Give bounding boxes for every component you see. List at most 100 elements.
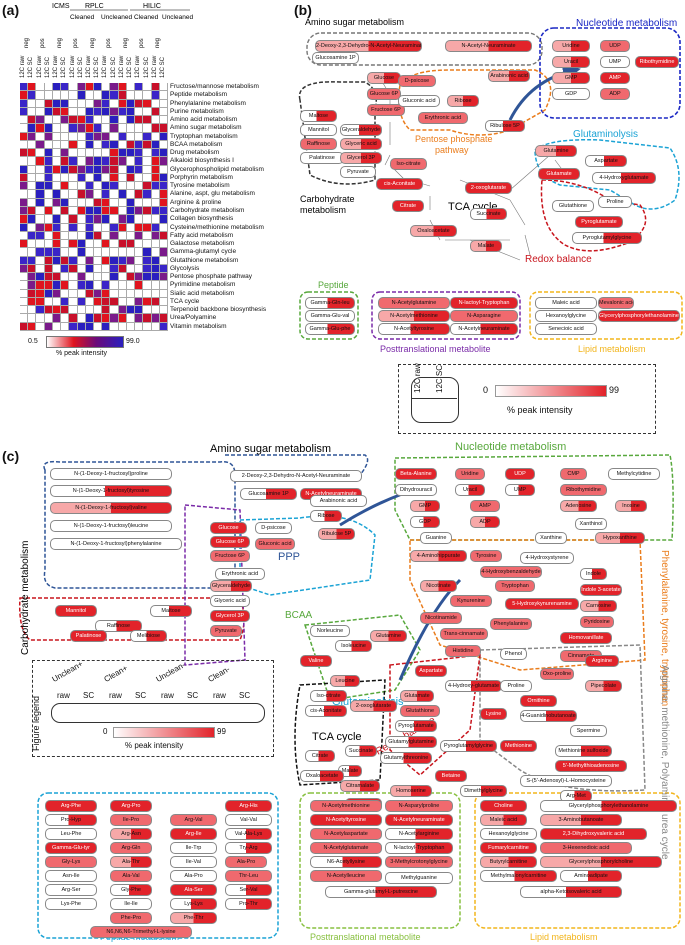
heatmap-cell [118, 207, 127, 216]
heatmap-cell [69, 198, 78, 207]
metabolite-node: Pyroglutamylglycine [572, 232, 642, 244]
heatmap-cell [102, 289, 111, 298]
heatmap-cell [77, 248, 86, 257]
metabolite-node: N-lactoyl-Tryptophan [385, 842, 453, 854]
heatmap-cell [85, 281, 94, 290]
heatmap-cell [44, 116, 53, 125]
metabolite-node: Ribulose 5P [485, 120, 525, 132]
metabolite-node: Asn-Ile [45, 870, 97, 882]
metabolite-node: N-Acetylneuraminate [450, 323, 518, 335]
heatmap-cell [20, 248, 29, 257]
metabolite-node: Gamma-Glu-phe [305, 323, 355, 335]
heatmap-cell [69, 124, 78, 133]
heatmap-cell [118, 264, 127, 274]
heatmap-row-label: Alanine, aspt, glu metabolism [170, 190, 255, 198]
heatmap-cell [52, 322, 62, 331]
heatmap-cell [159, 289, 168, 298]
heatmap-cell [77, 190, 86, 199]
heatmap-cell [94, 297, 103, 307]
heatmap-cell [143, 207, 152, 216]
heatmap-cell [110, 198, 119, 207]
heatmap-cell [61, 289, 70, 298]
metabolite-node: Aspartate [585, 155, 627, 167]
heatmap-cell [85, 157, 94, 166]
metabolite-node: Gly-Phe [110, 884, 152, 896]
heatmap-cell [110, 124, 119, 133]
metabolite-node: Pyroglutamate [395, 720, 437, 732]
heatmap-cell [159, 116, 168, 125]
heatmap-cell [151, 240, 160, 249]
heatmap-cell [44, 264, 53, 274]
heatmap-cell [77, 297, 86, 307]
heatmap-cell [94, 240, 103, 249]
heatmap-cell [85, 256, 94, 265]
heatmap-cell [52, 264, 62, 274]
heatmap-cell [52, 157, 62, 166]
heatmap-cell [28, 99, 37, 108]
heatmap-cell [102, 140, 111, 150]
metabolite-node: Indole 3-acetate [580, 584, 622, 596]
metabolite-node: Lys-Lys [170, 898, 217, 910]
heatmap-cell [52, 314, 62, 323]
heatmap-cell [20, 91, 29, 100]
heatmap-cell [85, 314, 94, 323]
heatmap-cell [143, 240, 152, 249]
group-icms: ICMS [52, 3, 70, 10]
metabolite-node: 4-Hydroxybenzaldehyde [480, 566, 542, 578]
heatmap-row-label: Peptide metabolism [170, 91, 228, 99]
heatmap-cell [69, 107, 78, 117]
metabolite-node: Glucose [367, 72, 401, 84]
heatmap-cell [110, 157, 119, 166]
metabolite-node: Arg-Phe [45, 800, 97, 812]
heatmap-cell [110, 256, 119, 265]
sub-cleaned-2: Cleaned [134, 14, 159, 21]
heatmap-cell [102, 165, 111, 174]
b-title-peptide: Peptide [318, 280, 349, 290]
heatmap-cell [28, 256, 37, 265]
c-legend-sub: raw [213, 691, 226, 700]
heatmap-cell [135, 140, 144, 150]
b-legend-min: 0 [483, 385, 489, 395]
heatmap-cell [44, 107, 53, 117]
heatmap-cell [110, 281, 119, 290]
heatmap-cell [110, 132, 119, 141]
heatmap-cell [151, 198, 160, 207]
heatmap-cell [69, 297, 78, 307]
heatmap-row-label: Phenylalanine metabolism [170, 99, 246, 107]
heatmap-cell [102, 198, 111, 207]
c-legend-col: Clean+ [102, 663, 130, 684]
b-title-pentose: Pentose phosphate [415, 134, 493, 144]
metabolite-node: Ser-Val [225, 884, 272, 896]
metabolite-node: N6-Acetyllysine [310, 856, 382, 868]
c-legend-min: 0 [103, 727, 108, 736]
heatmap-cell [159, 248, 168, 257]
heatmap-cell [151, 99, 160, 108]
metabolite-node: Ala-Thr [110, 856, 152, 868]
metabolite-node: N-(1-Deoxy-1-fructosyl)leucine [50, 520, 172, 532]
heatmap-cell [28, 83, 37, 92]
metabolite-node: Methylguanine [385, 872, 453, 884]
heatmap-cell [159, 190, 168, 199]
metabolite-node: Pyridoxine [580, 616, 614, 628]
heatmap-cell [135, 273, 144, 282]
heatmap-cell [151, 207, 160, 216]
heatmap-cell [52, 99, 62, 108]
heatmap-cell [94, 289, 103, 298]
c-title-arg: Arginine, methionine, Polyamine, urea cy… [659, 665, 670, 860]
heatmap-row-label: Alkaloid biosynthesis I [170, 157, 234, 165]
heatmap-cell [94, 91, 103, 100]
heatmap-cell [135, 322, 144, 331]
heatmap-cell [28, 223, 37, 232]
heatmap-col-label: 12C SC [110, 56, 117, 78]
heatmap-cell [151, 132, 160, 141]
heatmap-cell [44, 198, 53, 207]
heatmap-cell [126, 99, 136, 108]
heatmap-cell [135, 124, 144, 133]
heatmap-cell [110, 173, 119, 183]
heatmap-cell [135, 215, 144, 224]
heatmap-cell [126, 83, 136, 92]
heatmap-cell [126, 264, 136, 274]
metabolite-node: Fructose 6P [367, 104, 405, 116]
metabolite-node: Pyruvate [210, 625, 242, 637]
heatmap-cell [102, 91, 111, 100]
